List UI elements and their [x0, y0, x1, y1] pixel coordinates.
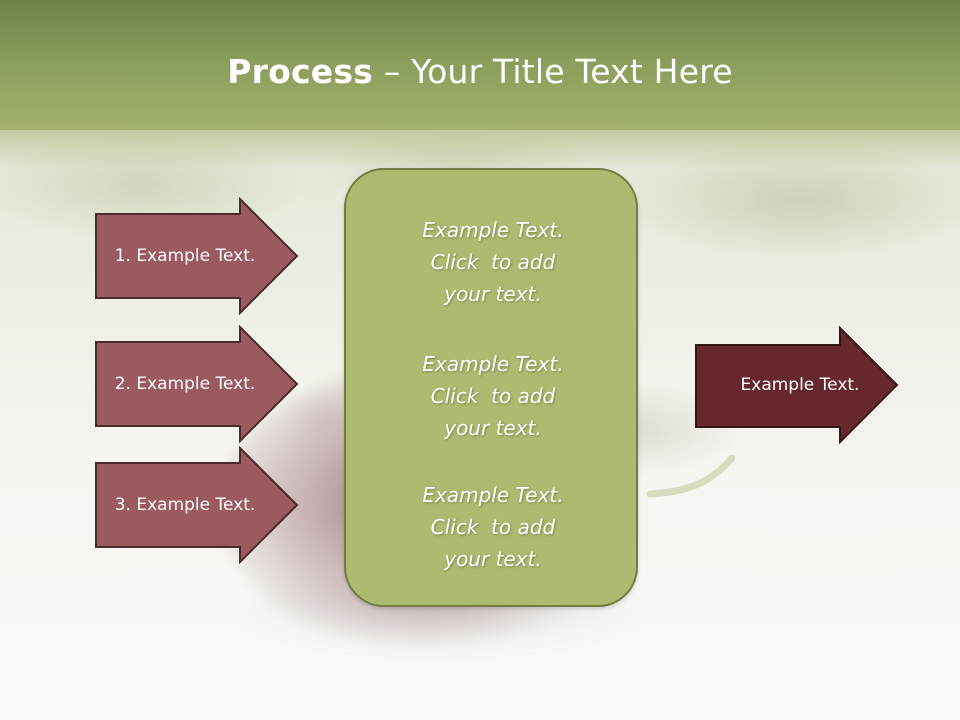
step-arrow-1[interactable]: 1. Example Text.	[94, 197, 300, 315]
paragraph-line: your text.	[444, 547, 542, 571]
title-rest: – Your Title Text Here	[373, 52, 733, 91]
header-fade	[0, 128, 960, 168]
header-band	[0, 0, 960, 130]
step-label: 3. Example Text.	[114, 495, 256, 515]
center-paragraph-2: Example Text. Click to add your text.	[346, 348, 640, 444]
center-paragraph-1: Example Text. Click to add your text.	[346, 214, 640, 310]
result-label: Example Text.	[740, 375, 860, 395]
paragraph-line: your text.	[444, 282, 542, 306]
paragraph-line: Click to add	[430, 384, 556, 408]
center-text-box[interactable]: Example Text. Click to add your text. Ex…	[344, 168, 638, 607]
step-label: 2. Example Text.	[114, 374, 256, 394]
step-arrow-3[interactable]: 3. Example Text.	[94, 446, 300, 564]
arrow-shape	[95, 446, 299, 564]
arrow-shape	[95, 325, 299, 443]
paragraph-line: Example Text.	[422, 483, 564, 507]
paragraph-line: your text.	[444, 416, 542, 440]
paragraph-line: Example Text.	[422, 218, 564, 242]
step-label: 1. Example Text.	[114, 246, 256, 266]
arrow-shape	[95, 197, 299, 315]
paragraph-line: Example Text.	[422, 352, 564, 376]
center-paragraph-3: Example Text. Click to add your text.	[346, 479, 640, 575]
result-arrow[interactable]: Example Text.	[694, 325, 900, 445]
paragraph-line: Click to add	[430, 515, 556, 539]
title-bold: Process	[227, 52, 374, 91]
cherry-stem	[646, 454, 736, 498]
arrow-shape	[695, 325, 899, 445]
step-arrow-2[interactable]: 2. Example Text.	[94, 325, 300, 443]
slide-title[interactable]: Process – Your Title Text Here	[0, 52, 960, 91]
paragraph-line: Click to add	[430, 250, 556, 274]
